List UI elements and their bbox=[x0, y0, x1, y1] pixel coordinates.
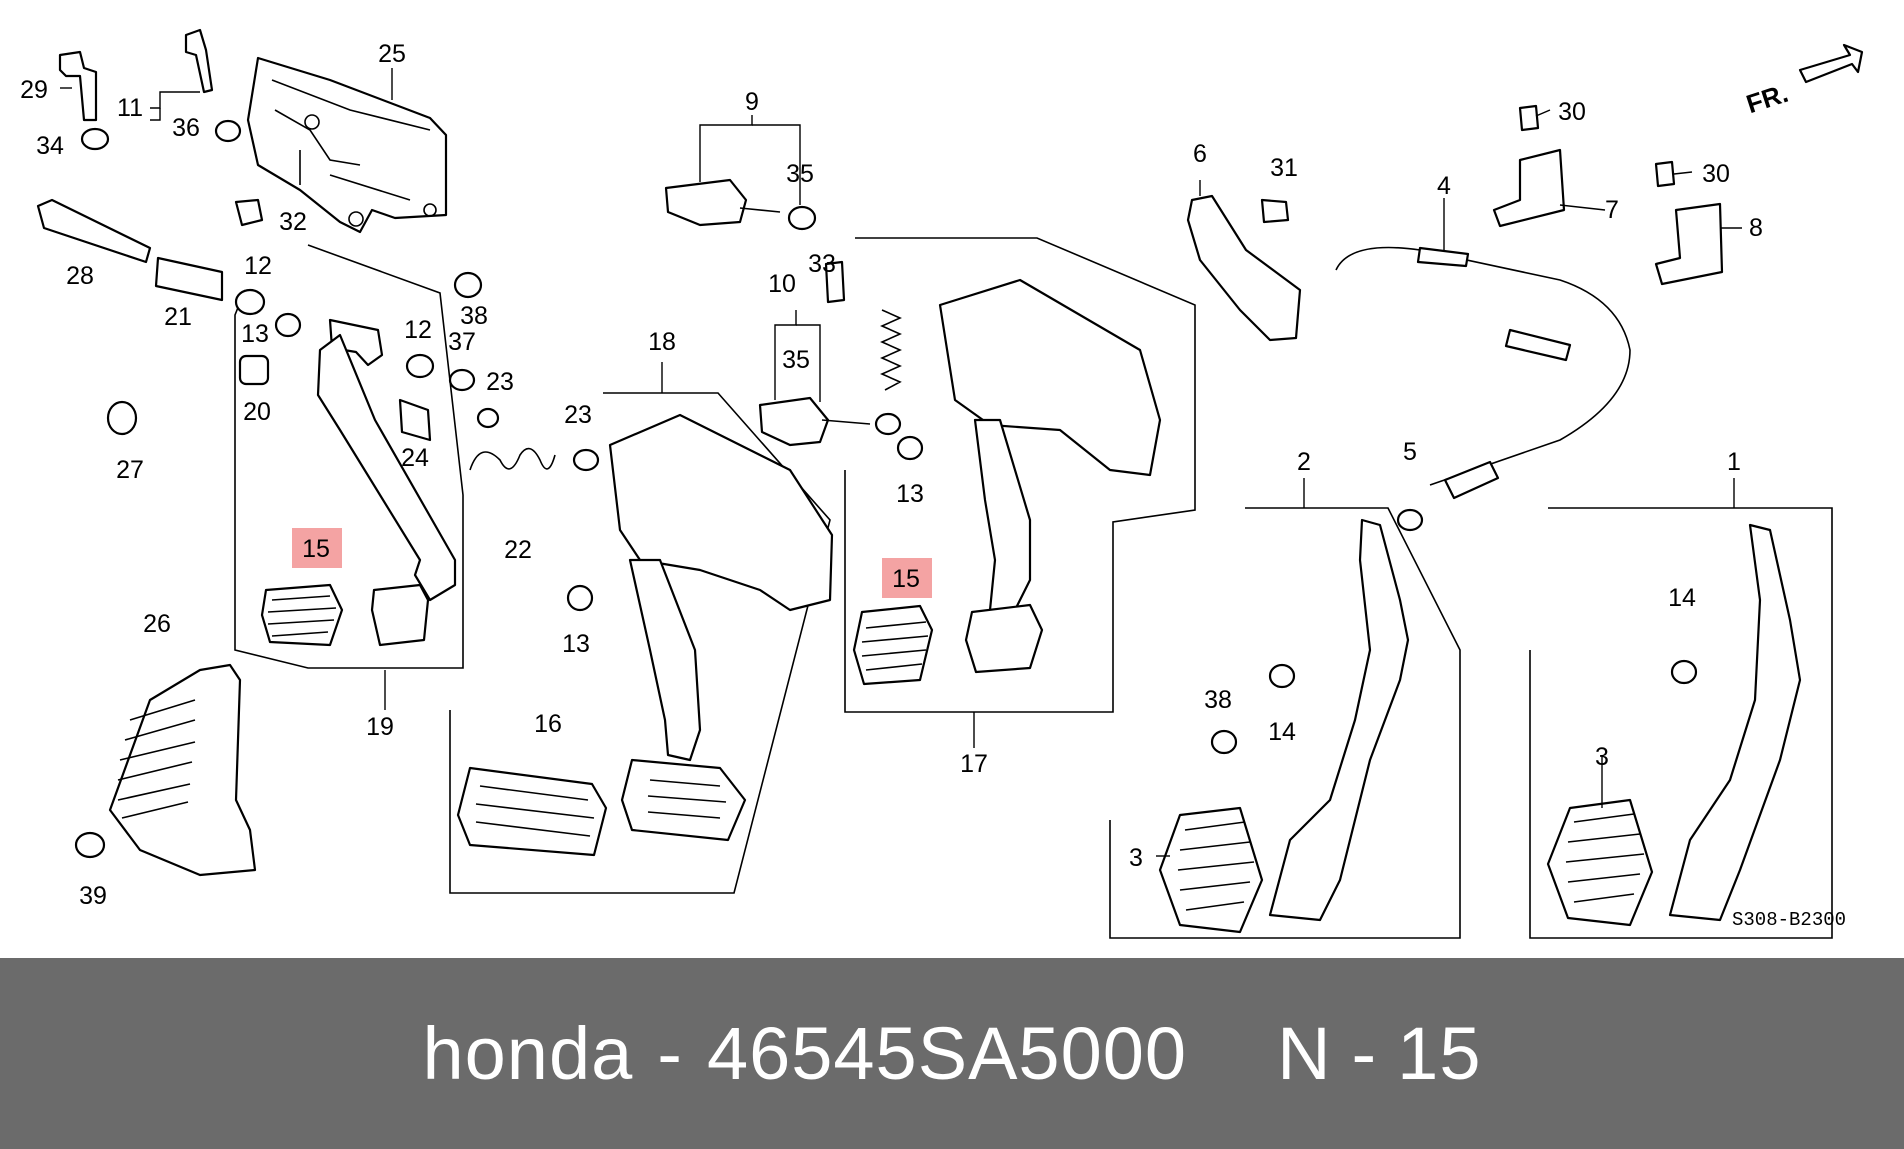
part-19-pedal-assembly bbox=[234, 288, 476, 647]
callout-c23a: 23 bbox=[486, 368, 514, 396]
group-box-1 bbox=[1529, 507, 1833, 939]
callout-c22: 22 bbox=[504, 536, 532, 564]
group-box-2 bbox=[1109, 507, 1461, 939]
callout-c23b: 23 bbox=[564, 401, 592, 429]
callout-c39: 39 bbox=[79, 882, 107, 910]
part-18-pedal-bracket bbox=[456, 413, 834, 857]
front-direction-label: FR. bbox=[1743, 78, 1792, 119]
callout-c3a: 3 bbox=[1129, 844, 1143, 872]
leader-lines bbox=[60, 68, 1742, 857]
callout-c11: 11 bbox=[117, 94, 143, 122]
callout-c31: 31 bbox=[1270, 154, 1298, 182]
hardware-top-left bbox=[36, 28, 483, 436]
callout-c12b: 12 bbox=[404, 316, 432, 344]
ref-number: 15 bbox=[1397, 1012, 1482, 1095]
part-2-accelerator-pedal bbox=[1158, 518, 1410, 934]
callout-c9: 9 bbox=[745, 88, 759, 116]
callout-c37: 37 bbox=[448, 328, 476, 356]
callout-c16: 16 bbox=[534, 710, 562, 738]
callout-c26: 26 bbox=[143, 610, 171, 638]
group-box-18 bbox=[449, 392, 831, 894]
callout-c35a: 35 bbox=[786, 160, 814, 188]
callout-c30a: 30 bbox=[1558, 98, 1586, 126]
callout-c13b: 13 bbox=[562, 630, 590, 658]
highlight-15b bbox=[882, 558, 932, 598]
parts-7-8-clips bbox=[1492, 104, 1724, 286]
callout-c14a: 14 bbox=[1668, 584, 1696, 612]
group-box-17 bbox=[844, 237, 1196, 713]
callout-c30b: 30 bbox=[1702, 160, 1730, 188]
callout-c13a: 13 bbox=[241, 320, 269, 348]
callout-c2: 2 bbox=[1297, 448, 1311, 476]
footer-dash: - bbox=[657, 1012, 683, 1095]
callout-c14b: 14 bbox=[1268, 718, 1296, 746]
callout-c6: 6 bbox=[1193, 140, 1207, 168]
callout-c10: 10 bbox=[768, 270, 796, 298]
part-9-switch bbox=[664, 178, 817, 231]
callout-c27: 27 bbox=[116, 456, 144, 484]
callout-c15a: 15 bbox=[302, 535, 330, 563]
highlight-15a bbox=[292, 528, 342, 568]
callout-c34: 34 bbox=[36, 132, 64, 160]
callout-c18: 18 bbox=[648, 328, 676, 356]
footer-dash: - bbox=[1351, 1012, 1378, 1095]
ref-prefix: N bbox=[1277, 1012, 1332, 1095]
callout-c5: 5 bbox=[1403, 438, 1417, 466]
callout-c20: 20 bbox=[243, 398, 271, 426]
footer-bar: honda - 46545SA5000 N - 15 bbox=[0, 958, 1904, 1149]
part-1-accelerator-pedal bbox=[1546, 523, 1802, 927]
callout-c38a: 38 bbox=[460, 302, 488, 330]
callout-c17: 17 bbox=[960, 750, 988, 778]
callout-c21: 21 bbox=[164, 303, 192, 331]
part-25-bracket bbox=[246, 56, 448, 234]
callout-c3b: 3 bbox=[1595, 743, 1609, 771]
front-direction-indicator bbox=[1798, 43, 1864, 84]
callout-c32: 32 bbox=[279, 208, 307, 236]
callout-c35b: 35 bbox=[782, 346, 810, 374]
callout-c33: 33 bbox=[808, 250, 836, 278]
callout-labels: 1233456789101112121313131414151516171819… bbox=[20, 40, 1763, 910]
callout-c29: 29 bbox=[20, 76, 48, 104]
group-box-19 bbox=[234, 244, 464, 669]
part-4-cable bbox=[1335, 246, 1631, 532]
callout-c19: 19 bbox=[366, 713, 394, 741]
callout-c12a: 12 bbox=[244, 252, 272, 280]
callout-c13c: 13 bbox=[896, 480, 924, 508]
brand-name: honda bbox=[422, 1012, 634, 1095]
callout-c4: 4 bbox=[1437, 172, 1451, 200]
diagram-code: S308-B2300 bbox=[1732, 909, 1846, 931]
part-6-bracket bbox=[1186, 194, 1302, 342]
callout-c36: 36 bbox=[172, 114, 200, 142]
parts-diagram: 1233456789101112121313131414151516171819… bbox=[20, 28, 1864, 939]
callout-c7: 7 bbox=[1605, 196, 1619, 224]
part-10-switch bbox=[758, 260, 902, 447]
part-17-pedal-bracket bbox=[852, 278, 1162, 686]
callout-c28: 28 bbox=[66, 262, 94, 290]
callout-c25: 25 bbox=[378, 40, 406, 68]
springs bbox=[469, 309, 902, 612]
callout-c8: 8 bbox=[1749, 214, 1763, 242]
callout-c24: 24 bbox=[401, 444, 429, 472]
callout-c15b: 15 bbox=[892, 565, 920, 593]
part-number: 46545SA5000 bbox=[706, 1012, 1188, 1095]
part-26-cover bbox=[74, 663, 257, 877]
callout-c1: 1 bbox=[1727, 448, 1741, 476]
callout-c38b: 38 bbox=[1204, 686, 1232, 714]
